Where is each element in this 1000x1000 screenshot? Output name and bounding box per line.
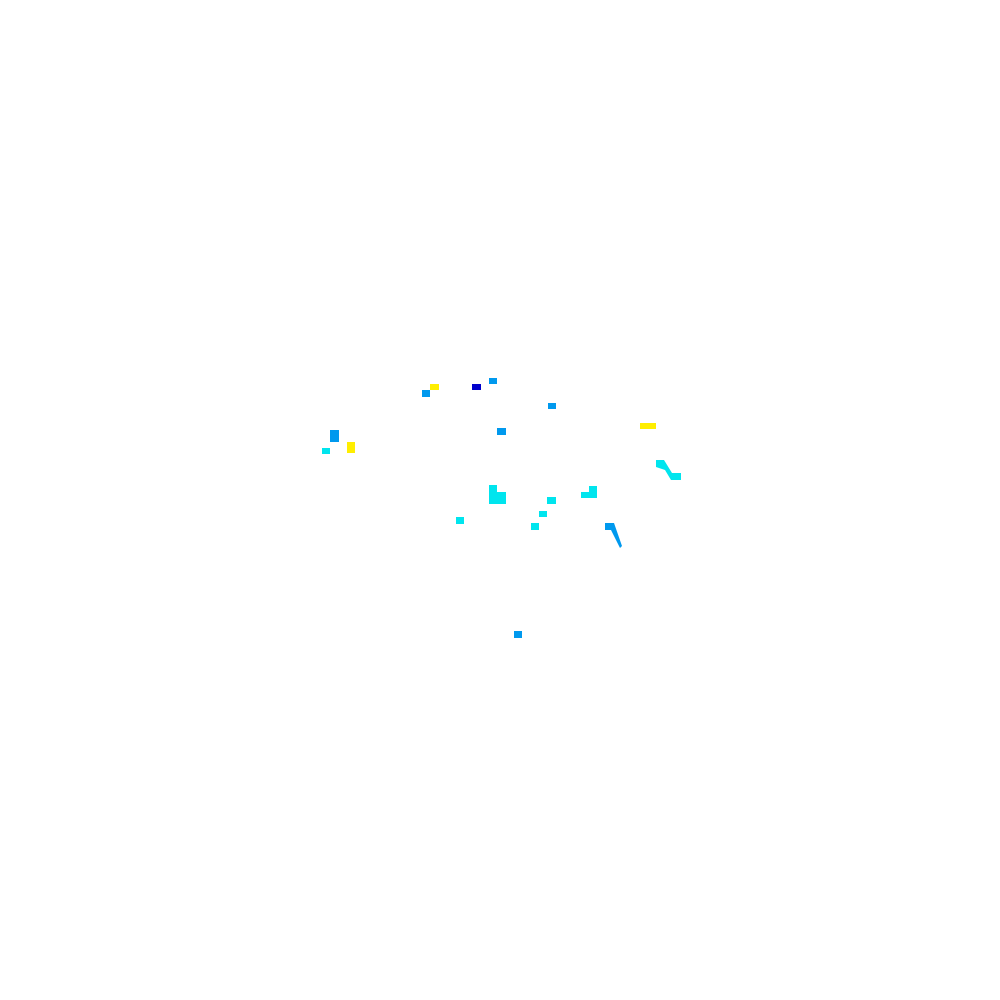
marker-blue-4 (497, 428, 506, 435)
marker-blue-1 (489, 378, 497, 384)
marker-blue-3 (548, 403, 556, 409)
marker-cyan-5 (531, 523, 539, 530)
marker-blue-6 (514, 631, 522, 638)
marker-yellow-2 (347, 442, 355, 453)
marker-cyan-1 (322, 448, 330, 454)
marker-yellow-3 (640, 423, 656, 429)
marker-cyan-cluster (489, 485, 506, 504)
marker-cyan-2 (547, 497, 556, 504)
marker-blue-5 (330, 430, 339, 442)
marker-blue-2 (422, 390, 430, 397)
marker-cyan-group (581, 486, 597, 498)
marker-cyan-streak (656, 460, 681, 480)
marker-cyan-3 (539, 511, 547, 517)
marker-blue-streak (605, 523, 622, 548)
marker-cyan-4 (456, 517, 464, 524)
marker-darkblue-1 (472, 384, 481, 390)
marker-yellow-1 (430, 384, 439, 390)
